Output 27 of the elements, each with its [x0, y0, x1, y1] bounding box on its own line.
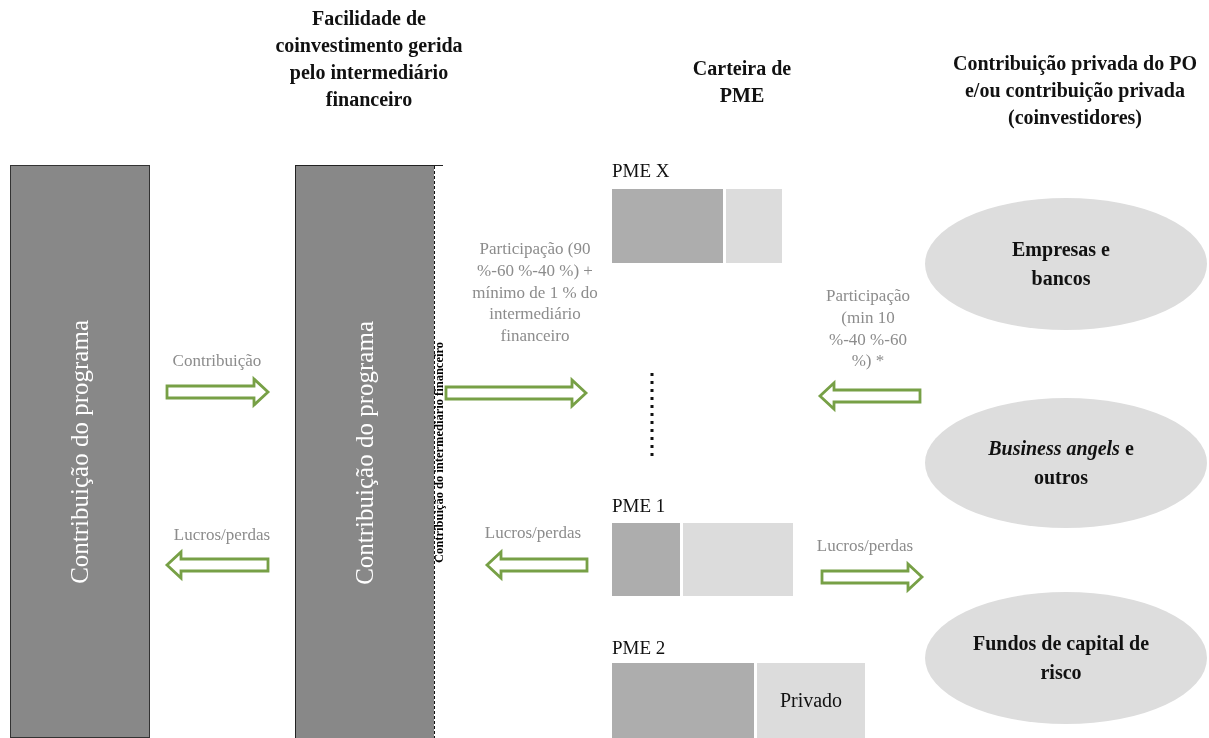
segment-label: Privado: [779, 689, 843, 712]
edge-label: Lucros/perdas: [483, 522, 583, 544]
edge-label: Lucros/perdas: [815, 535, 915, 557]
block-arrow: [444, 376, 589, 410]
block-arrow: [164, 548, 270, 582]
ellipse-label: Empresas e bancos: [1011, 237, 1111, 291]
column-heading: Carteira de PME: [691, 56, 793, 108]
contribution-strip: [434, 166, 444, 738]
column-heading: Facilidade de coinvestimento gerida pelo intermediário financeiro: [274, 6, 464, 112]
ellipse-label: Business angels e outros: [987, 436, 1135, 490]
block-arrow: [165, 375, 271, 409]
bar-label: PME 1: [612, 495, 666, 517]
block-arrow: [820, 560, 925, 594]
contribution-bar: [10, 165, 150, 738]
edge-label: Participação (90 %-60 %-40 %) + mínimo de 1 % do intermediário financeiro: [471, 238, 599, 347]
bar-label: Contribuição do programa: [351, 320, 379, 585]
edge-label: Lucros/perdas: [172, 524, 272, 546]
bar-label: Contribuição do programa: [66, 319, 94, 584]
column-heading: Contribuição privada do PO e/ou contribuição privada (coinvestidores): [952, 51, 1198, 131]
block-arrow: [484, 548, 589, 582]
edge-label: Contribuição: [171, 350, 263, 372]
edge-label: Participação (min 10 %-40 %-60 %) *: [825, 285, 911, 372]
bar-label: PME 2: [612, 637, 666, 659]
block-arrow: [817, 379, 922, 413]
strip-label: Contribuição do intermediário financeiro: [432, 342, 447, 563]
ellipse-label: Fundos de capital de risco: [971, 631, 1151, 685]
bar-label: PME X: [612, 160, 670, 182]
